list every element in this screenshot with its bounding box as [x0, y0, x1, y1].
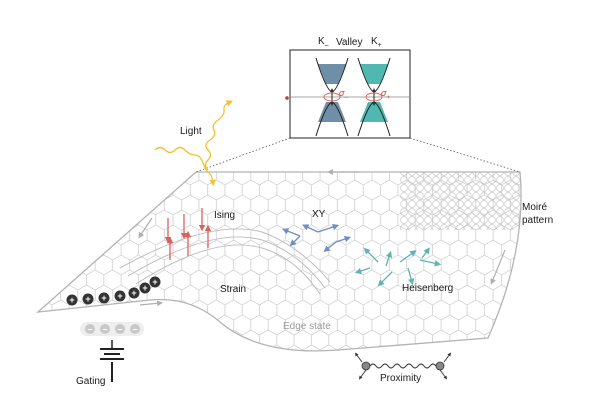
positive-sign: +: [142, 283, 147, 293]
valley-k-minus-conduction: [318, 64, 346, 84]
valley-inset: [285, 49, 411, 139]
edge-state-label: Edge state: [283, 321, 331, 332]
positive-sign: +: [131, 288, 136, 298]
negative-sign: –: [132, 324, 137, 334]
edge-state-arrows: [138, 169, 506, 307]
negative-charge: [115, 324, 125, 334]
sigma-minus-text: σ: [339, 88, 345, 98]
gating-label: Gating: [76, 376, 106, 387]
sigma-minus-label: σ–: [339, 89, 348, 101]
positive-charge: [98, 292, 110, 304]
xy-arrow: [335, 235, 352, 243]
negative-charges: [80, 322, 144, 336]
heisenberg-label: Heisenberg: [402, 283, 454, 294]
xy-arrow: [281, 228, 301, 237]
positive-charges: [66, 276, 161, 306]
moire-label-line1: Moiré: [522, 202, 548, 213]
positive-charge: [149, 276, 161, 288]
valley-label: Valley: [336, 37, 363, 48]
heisenberg-arrow: [377, 271, 393, 287]
k-plus-subscript: +: [377, 42, 382, 49]
moire-label-line2: pattern: [522, 215, 554, 226]
k-minus-subscript: –: [324, 42, 329, 49]
xy-arrow: [289, 235, 301, 247]
light-label: Light: [180, 126, 202, 137]
positive-charge-signs: + + + + + + +: [69, 277, 157, 305]
negative-charge: [130, 324, 140, 334]
inset-guide-lines: [195, 137, 521, 173]
positive-sign: +: [85, 294, 90, 304]
sigma-plus-label: σ+: [381, 89, 390, 101]
positive-sign: +: [152, 277, 157, 287]
heisenberg-arrow: [419, 259, 442, 267]
heisenberg-arrow: [354, 267, 371, 275]
positive-charge: [66, 294, 78, 306]
xy-arrows: [281, 223, 352, 253]
heisenberg-arrow: [363, 247, 379, 263]
negative-sign: –: [102, 324, 107, 334]
negative-charge: [85, 324, 95, 334]
proximity-symbol: [354, 352, 452, 380]
k-plus-text: K: [371, 36, 378, 47]
positive-sign: +: [117, 291, 122, 301]
moire-region: [400, 172, 522, 230]
positive-sign: +: [69, 295, 74, 305]
k-minus-text: K: [318, 36, 325, 47]
positive-charge: [128, 287, 140, 299]
negative-sign: –: [117, 324, 122, 334]
k-plus-label: K+: [371, 36, 382, 50]
negative-charge-signs: – – – –: [87, 324, 137, 334]
light-waves: [154, 100, 233, 187]
positive-sign: +: [101, 293, 106, 303]
sigma-plus-subscript: +: [386, 94, 390, 101]
indicator-dot: [285, 96, 289, 100]
negative-sign: –: [87, 324, 92, 334]
sigma-plus-text: σ: [381, 88, 387, 98]
negative-charge: [100, 324, 110, 334]
valley-k-plus-valence: [360, 102, 388, 122]
positive-charge: [114, 290, 126, 302]
sigma-minus-subscript: –: [344, 94, 348, 101]
gating-symbol: [100, 340, 124, 382]
heisenberg-arrow: [407, 267, 415, 286]
proximity-label: Proximity: [380, 373, 422, 384]
heisenberg-arrow: [421, 247, 430, 259]
positive-charge: [82, 293, 94, 305]
xy-arrow: [317, 223, 340, 233]
ising-arrows: [164, 208, 212, 260]
valley-k-minus-valence: [318, 102, 346, 122]
xy-arrow: [302, 224, 319, 233]
strain-label: Strain: [220, 284, 247, 295]
positive-charge: [139, 282, 151, 294]
heisenberg-arrows: [354, 247, 442, 287]
xy-label: XY: [312, 209, 326, 220]
valley-k-plus-conduction: [360, 64, 388, 84]
heisenberg-arrow: [399, 250, 417, 263]
xy-arrow: [323, 241, 337, 253]
k-minus-label: K–: [318, 36, 329, 50]
ising-label: Ising: [214, 210, 236, 221]
heisenberg-arrow: [385, 250, 393, 267]
